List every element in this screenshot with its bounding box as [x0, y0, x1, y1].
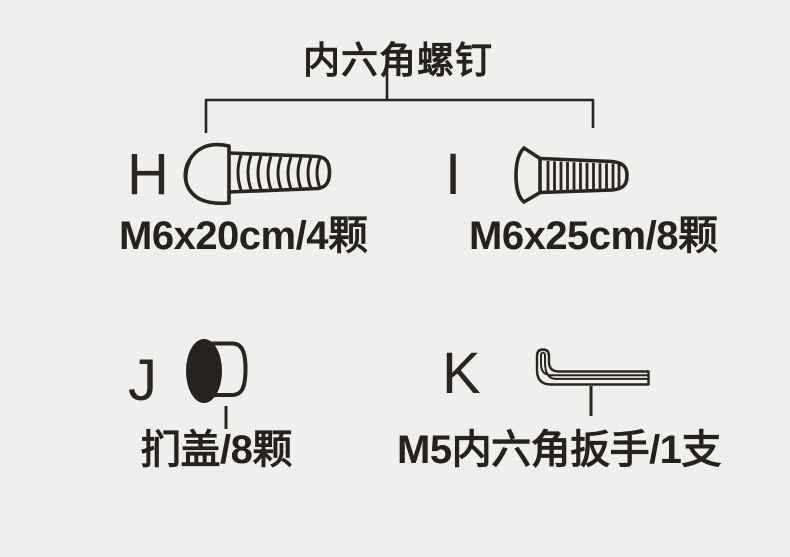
cap-face [186, 339, 222, 403]
part-letter-h: H [127, 142, 169, 207]
part-spec-k: M5内六角扳手/1支 [397, 428, 721, 472]
part-letter-i: I [445, 142, 462, 207]
part-letter-k: K [442, 341, 481, 406]
tree-connector-lines [204, 66, 595, 133]
part-spec-h: M6x20cm/4颗 [119, 214, 368, 258]
diagram-title: 内六角螺钉 [303, 40, 493, 81]
part-letter-j: J [128, 348, 157, 413]
hex-wrench-icon [535, 348, 650, 416]
cover-cap-icon [186, 339, 248, 429]
part-spec-i: M6x25cm/8颗 [469, 214, 718, 258]
countersunk-screw-icon [514, 146, 629, 204]
part-spec-j: 扪盖/8颗 [141, 428, 292, 472]
button-head-screw-icon [183, 142, 332, 206]
